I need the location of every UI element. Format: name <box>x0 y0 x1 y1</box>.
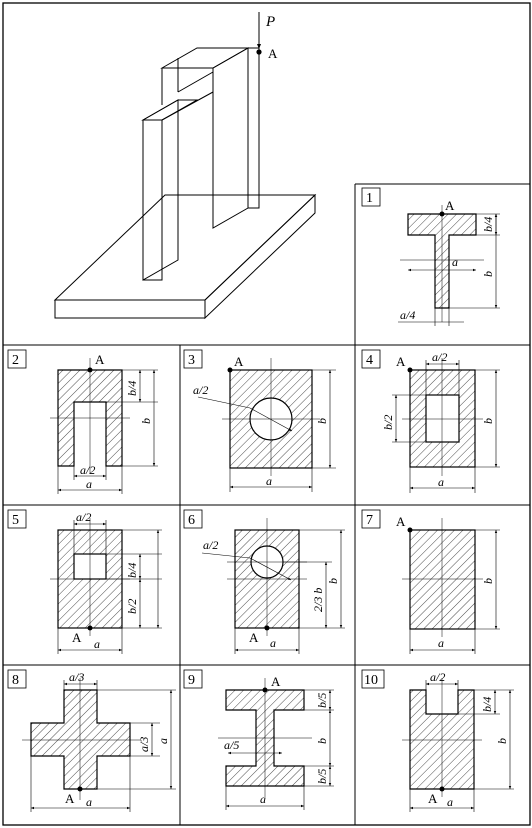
svg-text:8: 8 <box>12 673 19 688</box>
panel-7: 7 A b a <box>361 509 500 654</box>
svg-text:A: A <box>95 352 105 367</box>
base-plate-top <box>53 194 317 301</box>
base-plate-front <box>54 299 206 319</box>
svg-text:a: a <box>270 636 276 650</box>
svg-text:a/2: a/2 <box>432 350 447 364</box>
svg-text:4: 4 <box>366 353 373 368</box>
svg-text:7: 7 <box>366 513 373 528</box>
svg-text:a: a <box>447 795 453 809</box>
svg-text:a: a <box>86 477 92 491</box>
panel-number: 1 <box>366 191 373 206</box>
svg-text:6: 6 <box>188 513 195 528</box>
svg-text:a: a <box>86 795 92 809</box>
isometric-column-view: P A <box>53 12 317 320</box>
svg-text:b: b <box>481 418 495 424</box>
svg-text:a/2: a/2 <box>430 670 445 684</box>
panel-4: 4 A a/2 b/2 b a <box>361 349 500 493</box>
svg-text:3: 3 <box>188 353 195 368</box>
svg-text:b/2: b/2 <box>381 415 395 430</box>
panel-3: 3 A a/2 b a <box>183 349 336 492</box>
svg-text:a/4: a/4 <box>400 308 415 322</box>
svg-text:9: 9 <box>188 673 195 688</box>
svg-text:a/2: a/2 <box>76 510 91 524</box>
load-point <box>256 49 262 55</box>
svg-text:A: A <box>65 791 75 806</box>
cross-section <box>30 689 131 790</box>
panel-1: 1 A b/4 b a a/4 <box>361 187 500 326</box>
svg-text:5: 5 <box>12 513 19 528</box>
svg-text:A: A <box>396 514 406 529</box>
svg-text:b: b <box>139 418 153 424</box>
svg-text:b/5: b/5 <box>315 769 329 784</box>
svg-text:a: a <box>438 636 444 650</box>
svg-text:A: A <box>445 198 455 213</box>
svg-text:a: a <box>94 637 100 651</box>
svg-text:a/5: a/5 <box>224 738 239 752</box>
svg-text:a/2: a/2 <box>80 463 95 477</box>
panel-8: 8 A a/3 a/3 a a <box>7 669 176 812</box>
svg-text:b/5: b/5 <box>315 693 329 708</box>
panel-9: 9 A b/5 b b/5 a/5 a <box>183 669 334 810</box>
svg-text:A: A <box>72 630 82 645</box>
panel-2: 2 A b/4 b a/2 a <box>7 349 158 494</box>
base-plate-side <box>204 193 316 320</box>
svg-text:a/3: a/3 <box>137 737 151 752</box>
svg-text:A: A <box>396 354 406 369</box>
panel-10: 10 A a/2 b/4 b a <box>361 669 514 812</box>
svg-text:A: A <box>428 791 438 806</box>
svg-text:a/2: a/2 <box>193 383 208 397</box>
svg-text:b: b <box>326 578 340 584</box>
svg-text:A: A <box>234 354 244 369</box>
svg-text:a: a <box>260 792 266 806</box>
svg-text:b/4: b/4 <box>481 217 495 232</box>
svg-text:b/4: b/4 <box>125 563 139 578</box>
svg-text:b: b <box>481 271 495 277</box>
svg-text:a: a <box>156 738 170 744</box>
svg-text:b/4: b/4 <box>125 381 139 396</box>
svg-text:b: b <box>481 578 495 584</box>
svg-text:b/4: b/4 <box>480 697 494 712</box>
point-label: A <box>268 46 278 61</box>
svg-text:A: A <box>249 630 259 645</box>
svg-text:a: a <box>266 474 272 488</box>
panel-6: 6 A a/2 2/3 b b a <box>183 509 345 654</box>
svg-text:b: b <box>315 418 329 424</box>
svg-text:a/3: a/3 <box>69 670 84 684</box>
svg-text:a: a <box>452 255 458 269</box>
panel-5: 5 A a/2 b/4 b/2 a <box>7 509 162 654</box>
svg-text:10: 10 <box>364 673 378 688</box>
svg-text:b/2: b/2 <box>125 599 139 614</box>
svg-text:a: a <box>438 475 444 489</box>
svg-text:A: A <box>271 674 281 689</box>
svg-text:2/3 b: 2/3 b <box>311 588 325 612</box>
svg-text:2: 2 <box>12 353 19 368</box>
svg-text:b: b <box>315 738 329 744</box>
force-label: P <box>265 14 275 30</box>
svg-text:a/2: a/2 <box>203 538 218 552</box>
square-hole <box>425 394 460 443</box>
svg-text:b: b <box>495 738 509 744</box>
